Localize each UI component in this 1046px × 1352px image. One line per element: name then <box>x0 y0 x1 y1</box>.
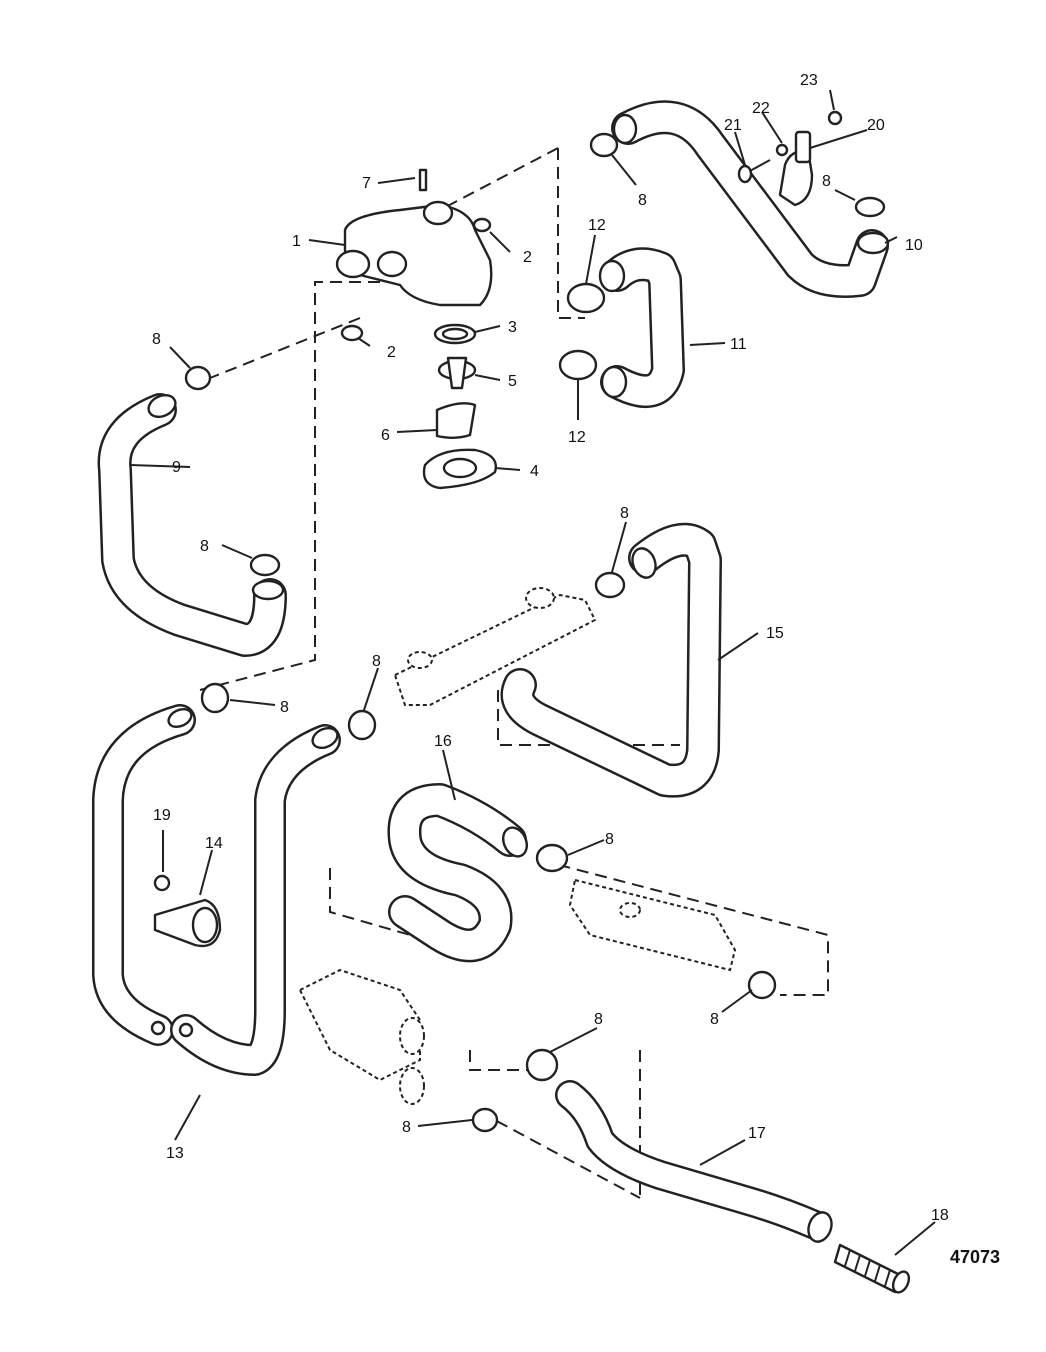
callout-1: 1 <box>292 233 301 250</box>
clamp-8-hose9 <box>249 553 281 577</box>
thermostat-5 <box>437 356 477 390</box>
callout-13: 13 <box>166 1145 184 1162</box>
callout-7: 7 <box>362 175 371 192</box>
clamp-20 <box>778 130 814 207</box>
callout-6: 6 <box>381 427 390 444</box>
plug-2-top <box>472 217 492 233</box>
clamp-8-mid <box>594 571 626 599</box>
cooler-lower <box>568 878 737 972</box>
clamp-14 <box>153 898 222 948</box>
cooler-bottom-left <box>298 968 425 1105</box>
clamp-12-bottom <box>558 349 598 381</box>
callout-20: 20 <box>867 117 885 134</box>
callout-4: 4 <box>530 463 539 480</box>
callout-23: 23 <box>800 72 818 89</box>
callout-8-bottom: 8 <box>594 1011 603 1028</box>
callout-8-cooler: 8 <box>372 653 381 670</box>
callout-8-lower: 8 <box>280 699 289 716</box>
hose-15 <box>500 522 722 798</box>
nut-23 <box>827 110 843 126</box>
callout-8-top: 8 <box>638 192 647 209</box>
hose-17 <box>555 1080 833 1243</box>
callout-11: 11 <box>730 336 747 353</box>
clamp-8-bottom <box>525 1048 559 1082</box>
callouts: 1 7 2 2 3 5 6 4 8 9 8 8 12 12 11 10 8 20… <box>152 72 1000 1267</box>
clamp-8-right <box>854 196 886 218</box>
clamp-8-top <box>589 132 619 158</box>
callout-5: 5 <box>508 373 517 390</box>
washer-22 <box>775 143 789 157</box>
callout-12-bottom: 12 <box>568 429 586 446</box>
hose-16 <box>387 783 529 963</box>
callout-8-hose9: 8 <box>200 538 209 555</box>
callout-8-bottom-right: 8 <box>710 1011 719 1028</box>
callout-8-left: 8 <box>152 331 161 348</box>
callout-18: 18 <box>931 1207 949 1224</box>
callout-10: 10 <box>905 237 923 254</box>
callout-8-s: 8 <box>605 831 614 848</box>
callout-21: 21 <box>724 117 742 134</box>
callout-22: 22 <box>752 100 770 117</box>
callout-8-right: 8 <box>822 173 831 190</box>
clamp-8-left <box>184 365 212 391</box>
clamp-8-s <box>535 843 569 873</box>
callout-2-top: 2 <box>523 249 532 266</box>
plug-2-bottom <box>340 324 364 342</box>
heat-exchanger <box>393 587 597 706</box>
callout-15: 15 <box>766 625 784 642</box>
clamp-8-cooler <box>347 709 377 741</box>
fitting-18 <box>833 1243 911 1294</box>
callout-9: 9 <box>172 459 181 476</box>
leader-lines <box>129 89 936 1256</box>
clamp-12-top <box>566 282 606 314</box>
hose-10 <box>611 100 890 298</box>
bolt-21 <box>737 159 771 184</box>
thermostat-housing <box>335 168 493 307</box>
gasket-4 <box>422 448 497 490</box>
callout-12-top: 12 <box>588 217 606 234</box>
callout-19: 19 <box>153 807 171 824</box>
clamp-8-lower-right <box>747 970 777 1000</box>
callout-8-bottom2: 8 <box>402 1119 411 1136</box>
figure-number: 47073 <box>950 1247 1000 1267</box>
callout-2-bottom: 2 <box>387 344 396 361</box>
hose-11 <box>598 247 685 408</box>
hose-9 <box>97 393 287 657</box>
clamp-8-bottom2 <box>471 1107 499 1133</box>
gasket-3 <box>433 323 477 345</box>
callout-14: 14 <box>205 835 223 852</box>
hose-13 <box>92 704 341 1076</box>
callout-16: 16 <box>434 733 452 750</box>
callout-17: 17 <box>748 1125 766 1142</box>
nut-19 <box>153 874 171 892</box>
callout-3: 3 <box>508 319 517 336</box>
clamp-8-midleft <box>200 682 230 714</box>
callout-8-mid: 8 <box>620 505 629 522</box>
sleeve-6 <box>435 402 477 439</box>
